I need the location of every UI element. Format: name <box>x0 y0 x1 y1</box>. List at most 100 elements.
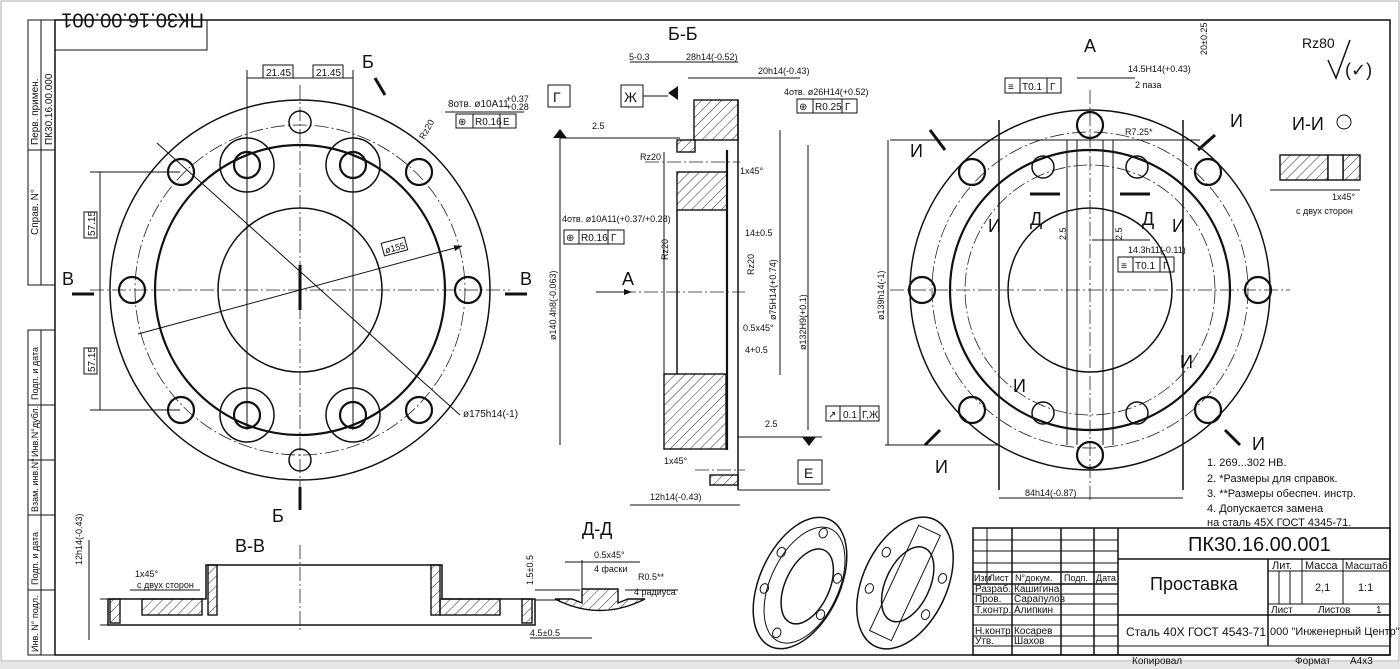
title-block: ПК30.16.00.001 Проставка Сталь 40Х ГОСТ … <box>972 527 1400 667</box>
pos-025-datum: Г <box>845 102 851 113</box>
tb-mass-label: Масса <box>1305 560 1338 572</box>
side-field-5: Инв. N° подл. <box>30 595 40 652</box>
isometric-views <box>752 516 954 650</box>
side-field-2: Инв.N°дубл. <box>30 406 40 457</box>
section-ii-title: И-И <box>1292 114 1324 134</box>
tb-col-ndoc: N°докум. <box>1015 573 1052 583</box>
position-symbol-icon-2: ⊕ <box>799 102 807 113</box>
tb-copied-label: Копировал <box>1132 656 1182 667</box>
tb-role-nkontr: Н.контр. <box>975 626 1014 637</box>
pos-016-datum: Г <box>611 233 617 244</box>
dim-5: 5-0.3 <box>629 52 650 62</box>
sprav-label: Справ. N° <box>30 189 41 235</box>
position-symbol-icon-3: ⊕ <box>566 233 574 244</box>
view-a <box>885 77 1290 500</box>
datum-zh-label: Ж <box>624 89 637 105</box>
dim-4: 4+0.5 <box>745 345 768 355</box>
isometric-front <box>752 516 848 650</box>
view-a-title: А <box>1084 36 1096 56</box>
rough-25-lower: 2.5 <box>765 419 778 429</box>
view-a-labels: А 14.5H14(+0.43) 2 паза 20±0.25 ≡ T0.1 Г… <box>876 23 1265 498</box>
tb-name-tkontr: Алипкин <box>1014 605 1053 616</box>
dim-d139: ø139h14(-1) <box>876 270 886 320</box>
tb-format-value: А4x3 <box>1350 656 1373 667</box>
section-mark-v-left: В <box>62 269 74 289</box>
tb-mass-value: 2,1 <box>1315 582 1330 594</box>
section-mark-b-bottom: Б <box>272 506 284 526</box>
page-shadow-bottom <box>0 662 1400 669</box>
dim-14: 14±0.5 <box>745 228 772 238</box>
tb-lit-label: Лит. <box>1272 560 1292 572</box>
position-symbol-icon: ⊕ <box>458 117 466 128</box>
datum-e-label: Е <box>804 465 813 481</box>
sym-datum-2: Г <box>1163 261 1169 272</box>
tb-role-utv: Утв. <box>975 636 994 647</box>
tb-sheet-label: Лист <box>1271 605 1293 616</box>
section-vv: В-В 12h14(-0.43) 1x45° с двух сторон <box>74 513 536 640</box>
section-i-1: И <box>910 141 923 161</box>
rough-rz20: Rz20 <box>640 152 661 162</box>
rotated-designation: ПК30.16.00.001 <box>54 8 208 51</box>
tb-role-tkontr: Т.контр. <box>975 605 1011 616</box>
tb-sheets-total: 1 <box>1376 605 1382 616</box>
side-strip: Перв. примен. ПК30.16.00.000 Справ. N° П… <box>27 19 56 656</box>
tb-role-prov: Пров. <box>975 594 1001 605</box>
section-ii: И-И 1x45° с двух сторон <box>1270 114 1361 216</box>
section-dd-chamfer: 0.5x45° <box>594 550 625 560</box>
dim-12-bb: 12h14(-0.43) <box>650 492 702 502</box>
section-i-6: И <box>1180 352 1193 372</box>
position-tol-main: R0.16 <box>475 117 502 128</box>
section-d-left: Д <box>1030 209 1042 229</box>
tb-format-label: Формат <box>1295 656 1331 667</box>
pos-025: R0.25 <box>815 102 842 113</box>
note-5: на сталь 45Х ГОСТ 4345-71. <box>1207 517 1351 529</box>
note-1: 1. 269...302 HB. <box>1207 457 1287 469</box>
runout-datum: Г,Ж <box>862 410 879 421</box>
pos-016: R0.16 <box>581 233 608 244</box>
section-dd: Д-Д 1.5±0.5 4.5±0.5 0.5x45° 4 фаски R0.5… <box>525 519 678 639</box>
section-i-5: И <box>1013 376 1026 396</box>
section-vv-title: В-В <box>235 536 265 556</box>
sym-datum: Г <box>1050 82 1056 93</box>
symmetry-icon: ≡ <box>1008 82 1014 93</box>
isometric-back <box>856 516 954 650</box>
tb-part-name: Проставка <box>1150 574 1239 594</box>
symmetry-icon-2: ≡ <box>1121 261 1127 272</box>
section-bb <box>553 61 830 506</box>
slot-count: 2 паза <box>1135 80 1161 90</box>
rough-rz20-3: Rz20 <box>746 254 756 275</box>
holes-tol-lower: +0.28 <box>506 102 529 112</box>
section-ii-note: с двух сторон <box>1296 206 1353 216</box>
section-mark-b-top: Б <box>362 52 374 72</box>
dim-d132: ø132H9(+0.1) <box>798 294 808 350</box>
section-dd-chamfer-count: 4 фаски <box>594 564 627 574</box>
designation-rotated: ПК30.16.00.001 <box>61 8 204 30</box>
dim-28: 28h14(-0.52) <box>686 52 738 62</box>
tb-col-list: Лист <box>989 573 1009 583</box>
sym-tol-2: T0.1 <box>1135 261 1155 272</box>
chamfer-1x45-lower: 1x45° <box>664 456 688 466</box>
position-datum-main: Е <box>503 117 510 128</box>
dim-d175: ø175h14(-1) <box>463 409 518 420</box>
dim-57-15-upper: 57.15 <box>87 211 98 236</box>
section-dd-dim-15: 1.5±0.5 <box>525 555 535 585</box>
side-field-3: Взам. инв.N° <box>30 458 40 512</box>
dim-84: 84h14(-0.87) <box>1025 488 1077 498</box>
radius-r725: R7.25* <box>1125 127 1153 137</box>
dim-21-45-left: 21.45 <box>266 68 291 79</box>
section-d-right: Д <box>1142 209 1154 229</box>
runout-tol: 0.1 <box>843 410 857 421</box>
note-4: 4. Допускается замена <box>1207 503 1324 515</box>
holes-callout-8: 8отв. ø10A11 <box>448 99 509 110</box>
section-dd-radius-count: 4 радиуса <box>634 587 676 597</box>
tb-name-nkontr: Косарев <box>1014 626 1052 637</box>
slot-dim: 14.5H14(+0.43) <box>1128 64 1191 74</box>
chamfer-05: 0.5x45° <box>743 323 774 333</box>
tb-sheets-label: Листов <box>1318 605 1351 616</box>
section-mark-v-right: В <box>520 269 532 289</box>
sym-tol: T0.1 <box>1022 82 1042 93</box>
note-3: 3. **Размеры обеспеч. инстр. <box>1207 488 1356 500</box>
section-i-4: И <box>1172 216 1185 236</box>
tb-designation: ПК30.16.00.001 <box>1188 534 1331 556</box>
chamfer-1x45-top: 1x45° <box>740 166 764 176</box>
